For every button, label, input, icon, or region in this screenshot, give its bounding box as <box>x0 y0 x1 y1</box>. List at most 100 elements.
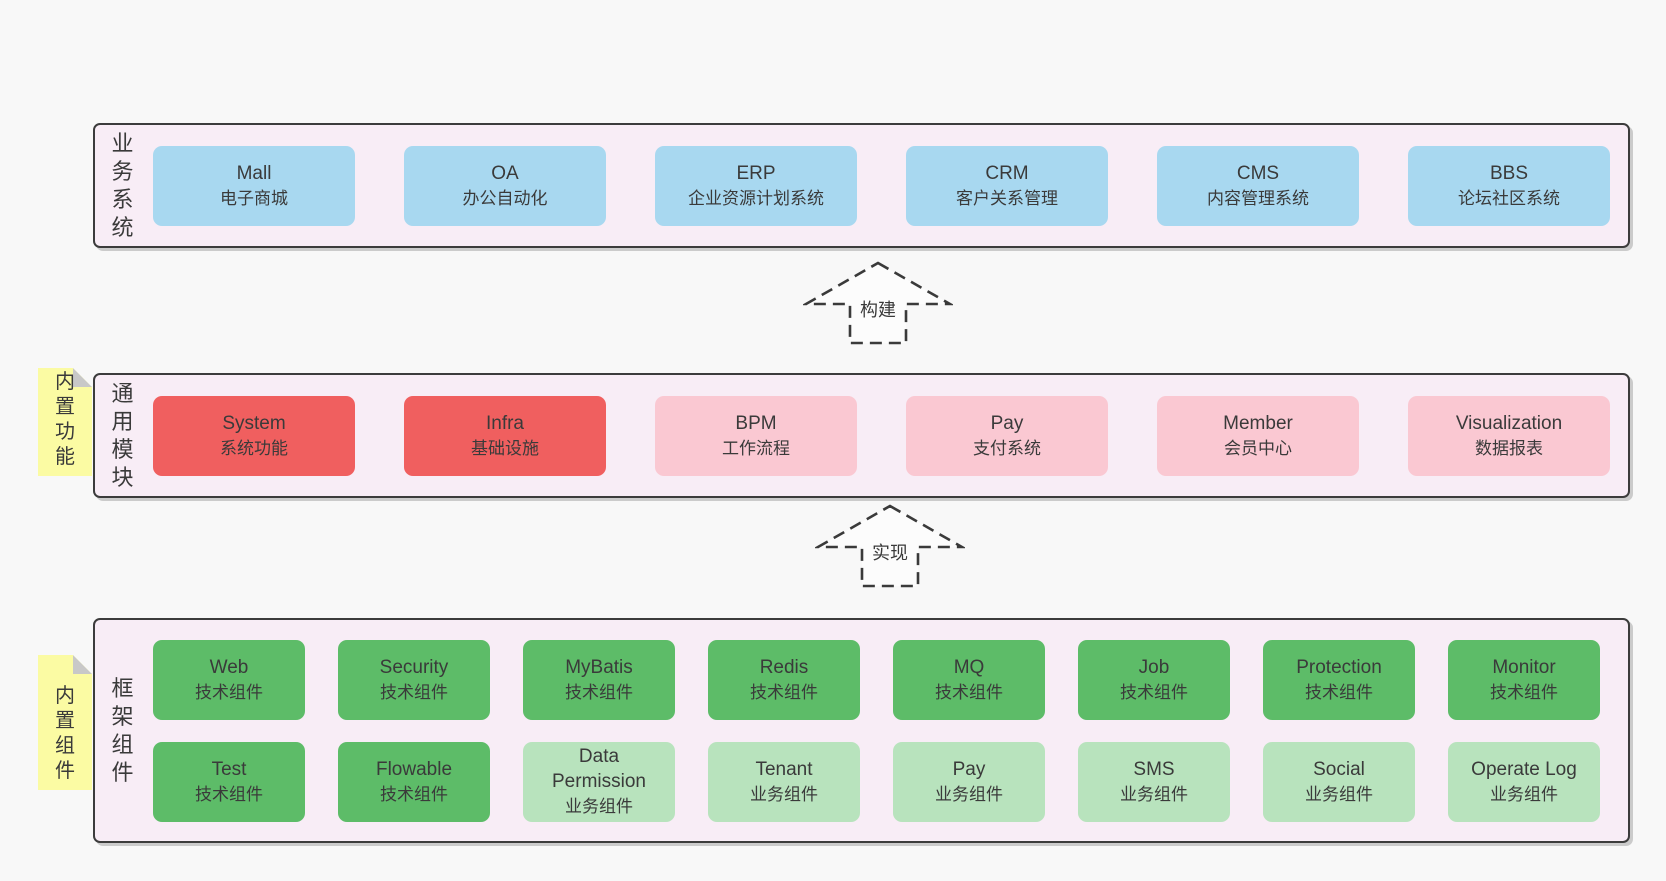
box-title: MyBatis <box>565 656 633 678</box>
layer-boxes-modules: System 系统功能 Infra 基础设施 BPM 工作流程 Pay 支付系统 Member 会… <box>153 375 1618 496</box>
diagram-box-crm: CRM 客户关系管理 <box>906 145 1108 226</box>
layer-label-framework-components: 框架组件 <box>111 675 134 785</box>
box-subtitle: 技术组件 <box>750 682 818 702</box>
box-subtitle: 技术组件 <box>935 682 1003 702</box>
box-subtitle: 技术组件 <box>1120 682 1188 702</box>
sticky-note-builtin-components: 内置组件 <box>38 655 92 790</box>
box-title: Data Permission <box>552 746 646 792</box>
layer-boxes-business: Mall 电子商城 OA 办公自动化 ERP 企业资源计划系统 CRM 客户关系管理 CMS 内容… <box>153 125 1618 246</box>
box-subtitle: 基础设施 <box>471 438 539 458</box>
layer-common-modules: 通用模块 System 系统功能 Infra 基础设施 BPM 工作流程 Pay 支付系统 Me… <box>93 373 1630 498</box>
layer-business-systems: 业务系统 Mall 电子商城 OA 办公自动化 ERP 企业资源计划系统 CRM 客户关系管理… <box>93 123 1630 248</box>
diagram-box-bpm: BPM 工作流程 <box>655 395 857 476</box>
box-subtitle: 系统功能 <box>220 438 288 458</box>
diagram-box-system: System 系统功能 <box>153 395 355 476</box>
diagram-box-mybatis: MyBatis 技术组件 <box>523 639 675 720</box>
box-subtitle: 业务组件 <box>750 784 818 804</box>
box-subtitle: 支付系统 <box>973 438 1041 458</box>
box-title: Protection <box>1296 656 1382 678</box>
box-subtitle: 工作流程 <box>722 438 790 458</box>
box-title: MQ <box>953 656 985 678</box>
box-title: Test <box>211 758 247 780</box>
note-fold-icon <box>73 655 92 674</box>
diagram-box-bbs: BBS 论坛社区系统 <box>1408 145 1610 226</box>
arrow-build-label: 构建 <box>803 296 953 322</box>
box-subtitle: 技术组件 <box>1305 682 1373 702</box>
box-subtitle: 技术组件 <box>380 682 448 702</box>
diagram-box-erp: ERP 企业资源计划系统 <box>655 145 857 226</box>
diagram-box-mall: Mall 电子商城 <box>153 145 355 226</box>
diagram-box-data-permission: Data Permission 业务组件 <box>523 741 675 822</box>
box-subtitle: 技术组件 <box>195 682 263 702</box>
diagram-box-member: Member 会员中心 <box>1157 395 1359 476</box>
diagram-box-sms: SMS 业务组件 <box>1078 741 1230 822</box>
sticky-note-label: 内置组件 <box>55 685 75 782</box>
box-subtitle: 业务组件 <box>1120 784 1188 804</box>
box-subtitle: 技术组件 <box>565 682 633 702</box>
layer-label-common-modules: 通用模块 <box>111 380 134 490</box>
box-subtitle: 业务组件 <box>1490 784 1558 804</box>
diagram-box-social: Social 业务组件 <box>1263 741 1415 822</box>
box-title: Operate Log <box>1471 758 1577 780</box>
box-subtitle: 技术组件 <box>195 784 263 804</box>
diagram-box-protection: Protection 技术组件 <box>1263 639 1415 720</box>
diagram-box-test: Test 技术组件 <box>153 741 305 822</box>
box-subtitle: 技术组件 <box>1490 682 1558 702</box>
box-title: Pay <box>990 412 1024 434</box>
diagram-box-pay: Pay 支付系统 <box>906 395 1108 476</box>
box-subtitle: 会员中心 <box>1224 438 1292 458</box>
box-title: BBS <box>1489 162 1529 184</box>
diagram-box-mq: MQ 技术组件 <box>893 639 1045 720</box>
box-title: BPM <box>735 412 777 434</box>
box-subtitle: 办公自动化 <box>462 188 548 208</box>
box-title: CRM <box>985 162 1029 184</box>
box-title: System <box>222 412 286 434</box>
box-title: CMS <box>1236 162 1280 184</box>
diagram-box-operate-log: Operate Log 业务组件 <box>1448 741 1600 822</box>
arrow-build: 构建 <box>803 260 953 346</box>
diagram-box-visualization: Visualization 数据报表 <box>1408 395 1610 476</box>
sticky-note-label: 内置功能 <box>55 371 75 468</box>
box-title: Security <box>379 656 449 678</box>
layer-label-business-systems: 业务系统 <box>111 130 134 240</box>
box-subtitle: 电子商城 <box>220 188 288 208</box>
diagram-box-oa: OA 办公自动化 <box>404 145 606 226</box>
box-subtitle: 论坛社区系统 <box>1458 188 1560 208</box>
box-title: Social <box>1313 758 1365 780</box>
box-title: Tenant <box>755 758 813 780</box>
box-title: SMS <box>1133 758 1175 780</box>
box-subtitle: 内容管理系统 <box>1207 188 1309 208</box>
box-title: Mall <box>236 162 272 184</box>
box-title: Web <box>209 656 249 678</box>
box-subtitle: 企业资源计划系统 <box>688 188 824 208</box>
box-subtitle: 业务组件 <box>1305 784 1373 804</box>
box-subtitle: 技术组件 <box>380 784 448 804</box>
box-subtitle: 客户关系管理 <box>956 188 1058 208</box>
diagram-box-web: Web 技术组件 <box>153 639 305 720</box>
box-subtitle: 数据报表 <box>1475 438 1543 458</box>
box-title: Flowable <box>375 758 453 780</box>
diagram-box-flowable: Flowable 技术组件 <box>338 741 490 822</box>
diagram-box-infra: Infra 基础设施 <box>404 395 606 476</box>
diagram-box-monitor: Monitor 技术组件 <box>1448 639 1600 720</box>
diagram-box-tenant: Tenant 业务组件 <box>708 741 860 822</box>
sticky-note-builtin-features: 内置功能 <box>38 368 92 476</box>
arrow-implement-label: 实现 <box>815 539 965 565</box>
box-title: Member <box>1223 412 1293 434</box>
diagram-box-cms: CMS 内容管理系统 <box>1157 145 1359 226</box>
box-title: Infra <box>485 412 525 434</box>
box-title: OA <box>491 162 519 184</box>
arrow-implement: 实现 <box>815 503 965 589</box>
box-subtitle: 业务组件 <box>565 797 633 816</box>
box-title: ERP <box>736 162 776 184</box>
box-subtitle: 业务组件 <box>935 784 1003 804</box>
box-title: Visualization <box>1455 412 1563 434</box>
box-title: Monitor <box>1492 656 1556 678</box>
diagram-box-security: Security 技术组件 <box>338 639 490 720</box>
